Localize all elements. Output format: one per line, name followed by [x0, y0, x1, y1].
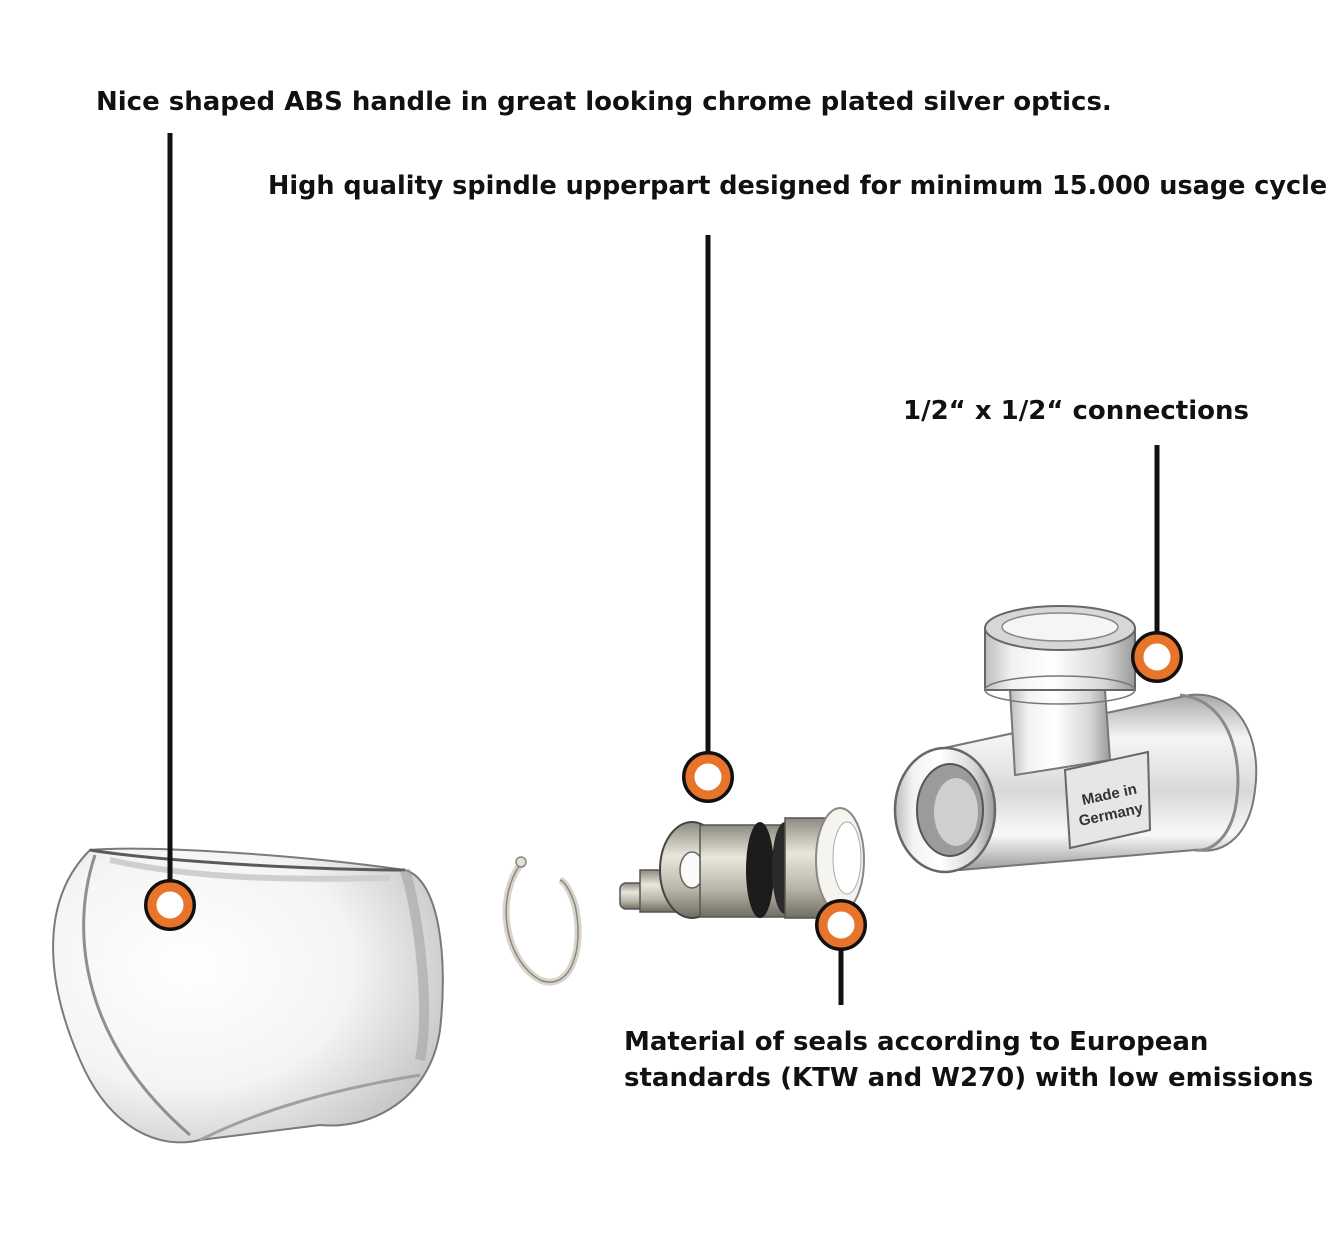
spindle-upperpart [619, 807, 865, 919]
valve-body [893, 605, 1258, 874]
abs-handle [52, 847, 444, 1144]
callout-spindle: High quality spindle upperpart designed … [268, 171, 1327, 201]
callout-seals: Material of seals according to European … [624, 1024, 1314, 1096]
marker-ring-handle [144, 879, 196, 931]
circlip-ring [502, 856, 582, 986]
exploded-valve-diagram: Made in Germany [52, 133, 1258, 1144]
callout-handle: Nice shaped ABS handle in great looking … [96, 87, 1112, 117]
callout-seals-line-1: Material of seals according to European [624, 1027, 1209, 1057]
callout-seals-line-2: standards (KTW and W270) with low emissi… [624, 1063, 1314, 1093]
marker-ring-connections [1131, 631, 1183, 683]
callout-connections: 1/2“ x 1/2“ connections [903, 396, 1249, 426]
marker-ring-seals [815, 899, 867, 951]
marker-ring-spindle [682, 751, 734, 803]
